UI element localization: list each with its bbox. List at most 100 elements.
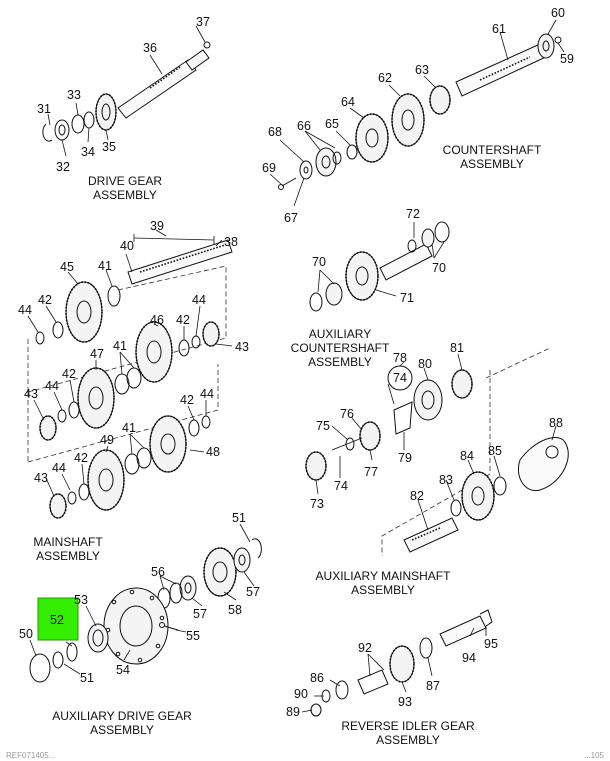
callout-70-b: 70 xyxy=(432,261,446,275)
callout-75: 75 xyxy=(316,419,330,433)
callout-35: 35 xyxy=(102,140,116,154)
callout-82: 82 xyxy=(410,489,424,503)
callout-80: 80 xyxy=(418,357,432,371)
mainshaft-assembly xyxy=(27,229,233,519)
callout-43-b: 43 xyxy=(24,387,38,401)
callout-61: 61 xyxy=(492,22,506,36)
callout-59: 59 xyxy=(560,52,574,66)
callout-73: 73 xyxy=(310,497,324,511)
callout-58: 58 xyxy=(228,603,242,617)
callout-31: 31 xyxy=(37,102,51,116)
aux-countershaft-assembly xyxy=(309,221,450,312)
callout-42-e: 42 xyxy=(74,451,88,465)
callout-60: 60 xyxy=(551,6,565,20)
callout-83: 83 xyxy=(439,473,453,487)
callout-72: 72 xyxy=(406,207,420,221)
callout-95: 95 xyxy=(484,637,498,651)
callout-67: 67 xyxy=(284,211,298,225)
callout-84: 84 xyxy=(460,449,474,463)
callout-62: 62 xyxy=(378,71,392,85)
callout-36: 36 xyxy=(143,41,157,55)
callout-39: 39 xyxy=(150,219,164,233)
callout-66: 66 xyxy=(297,119,311,133)
callout-53: 53 xyxy=(74,593,88,607)
callout-69: 69 xyxy=(262,161,276,175)
title-countershaft-1: COUNTERSHAFT xyxy=(443,143,542,157)
callout-57-a: 57 xyxy=(246,585,260,599)
countershaft-assembly xyxy=(269,19,565,207)
callout-78: 78 xyxy=(393,351,407,365)
callout-70-a: 70 xyxy=(312,255,326,269)
title-aux-drive-gear-2: ASSEMBLY xyxy=(90,723,154,737)
callout-64: 64 xyxy=(341,95,355,109)
callout-81: 81 xyxy=(450,341,464,355)
title-aux-countershaft-2: COUNTERSHAFT xyxy=(291,341,390,355)
title-mainshaft-2: ASSEMBLY xyxy=(36,549,100,563)
callout-74-a: 74 xyxy=(393,371,407,385)
title-drive-gear-1: DRIVE GEAR xyxy=(88,174,162,188)
callout-65: 65 xyxy=(325,117,339,131)
callout-44-d: 44 xyxy=(200,387,214,401)
callout-93: 93 xyxy=(398,695,412,709)
callout-42-c: 42 xyxy=(62,367,76,381)
callout-63: 63 xyxy=(415,63,429,77)
footer-page: ...105 xyxy=(583,751,604,760)
callout-76: 76 xyxy=(340,407,354,421)
callout-33: 33 xyxy=(67,88,81,102)
callout-43-c: 43 xyxy=(34,471,48,485)
callout-92: 92 xyxy=(358,641,372,655)
callout-57-b: 57 xyxy=(193,607,207,621)
callout-85: 85 xyxy=(488,444,502,458)
callout-42-b: 42 xyxy=(176,313,190,327)
callout-43-a: 43 xyxy=(235,340,249,354)
callout-labels: 31 32 33 34 35 36 37 60 61 59 62 63 64 6… xyxy=(18,6,574,719)
callout-47: 47 xyxy=(90,347,104,361)
callout-54: 54 xyxy=(116,663,130,677)
callout-86: 86 xyxy=(310,671,324,685)
callout-41-a: 41 xyxy=(98,259,112,273)
highlight-box xyxy=(37,597,79,641)
title-aux-countershaft-3: ASSEMBLY xyxy=(308,355,372,369)
callout-56: 56 xyxy=(151,565,165,579)
callout-51-b: 51 xyxy=(80,671,94,685)
callout-32: 32 xyxy=(56,160,70,174)
assembly-titles: DRIVE GEAR ASSEMBLY COUNTERSHAFT ASSEMBL… xyxy=(33,143,542,747)
aux-mainshaft-assembly xyxy=(305,347,569,556)
callout-94: 94 xyxy=(462,651,476,665)
callout-40: 40 xyxy=(120,239,134,253)
callout-52: 52 xyxy=(50,613,64,627)
callout-46: 46 xyxy=(150,313,164,327)
callout-44-c: 44 xyxy=(45,379,59,393)
title-reverse-idler-1: REVERSE IDLER GEAR xyxy=(341,719,475,733)
title-mainshaft-1: MAINSHAFT xyxy=(33,535,103,549)
callout-44-e: 44 xyxy=(52,461,66,475)
callout-42-d: 42 xyxy=(180,393,194,407)
callout-45: 45 xyxy=(60,260,74,274)
title-aux-mainshaft-1: AUXILIARY MAINSHAFT xyxy=(316,569,452,583)
callout-79: 79 xyxy=(398,451,412,465)
reverse-idler-assembly xyxy=(301,609,493,717)
callout-88: 88 xyxy=(549,416,563,430)
title-reverse-idler-2: ASSEMBLY xyxy=(376,733,440,747)
callout-37: 37 xyxy=(196,15,210,29)
callout-68: 68 xyxy=(268,125,282,139)
footer-reference: REF071405... xyxy=(6,751,56,760)
callout-51-a: 51 xyxy=(232,511,246,525)
callout-49: 49 xyxy=(100,433,114,447)
callout-77: 77 xyxy=(364,465,378,479)
callout-38: 38 xyxy=(224,235,238,249)
callout-44-b: 44 xyxy=(192,293,206,307)
callout-71: 71 xyxy=(400,291,414,305)
callout-41-b: 41 xyxy=(113,339,127,353)
title-countershaft-2: ASSEMBLY xyxy=(460,157,524,171)
title-aux-mainshaft-2: ASSEMBLY xyxy=(351,583,415,597)
title-aux-countershaft-1: AUXILIARY xyxy=(309,327,371,341)
callout-41-c: 41 xyxy=(122,421,136,435)
callout-50: 50 xyxy=(19,627,33,641)
drive-gear-assembly xyxy=(42,25,211,157)
callout-48: 48 xyxy=(206,445,220,459)
callout-89: 89 xyxy=(286,705,300,719)
callout-74-b: 74 xyxy=(334,479,348,493)
callout-42-a: 42 xyxy=(38,293,52,307)
